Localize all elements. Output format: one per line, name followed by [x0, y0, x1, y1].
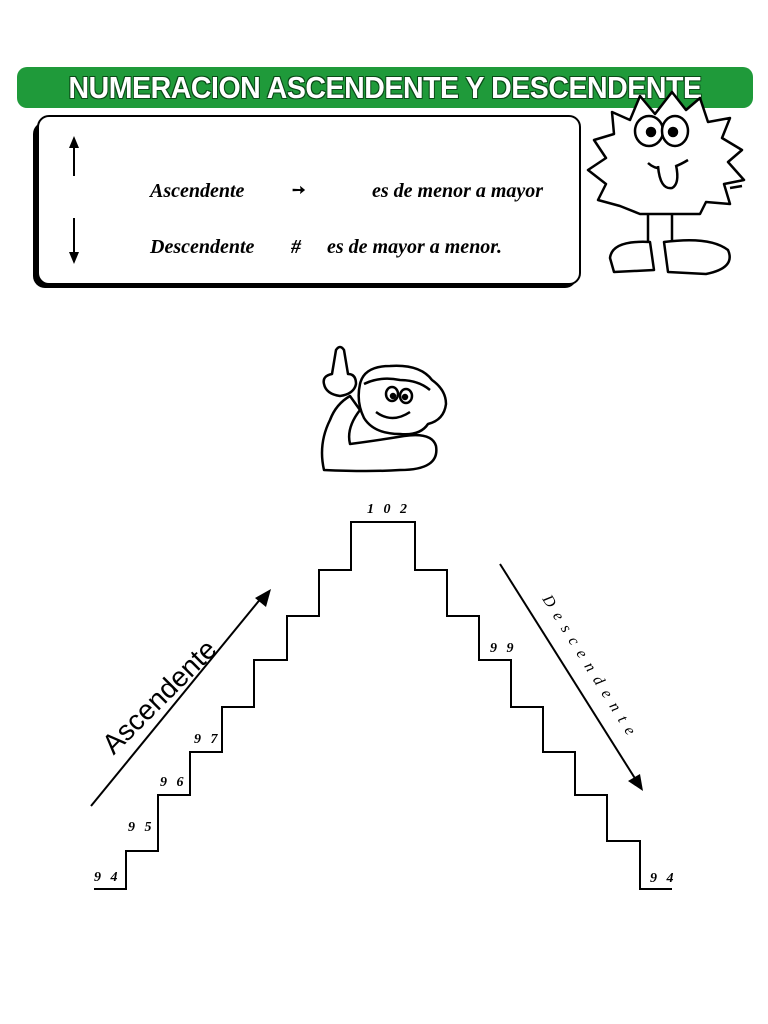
- ascendente-arrow: [90, 589, 271, 807]
- descendente-meaning: es de mayor a menor.: [327, 236, 502, 258]
- ascendente-term: Ascendente: [150, 180, 245, 202]
- down-arrow-icon: [69, 218, 79, 264]
- descendente-term: Descendente: [150, 236, 255, 258]
- step-label-97: 9 7: [194, 732, 221, 747]
- sun-character-icon: [586, 90, 746, 276]
- right-arrow-icon: ➙: [292, 182, 306, 199]
- step-label-95: 9 5: [128, 820, 155, 835]
- definition-box: [37, 115, 581, 285]
- descendente-arrow: [499, 563, 643, 791]
- step-label-94-left: 9 4: [94, 870, 121, 885]
- staircase: [94, 521, 672, 890]
- title-banner: NUMERACION ASCENDENTE Y DESCENDENTE: [17, 67, 753, 108]
- step-label-102: 1 0 2: [367, 502, 410, 517]
- descendente-symbol: #: [291, 236, 301, 258]
- step-label-96: 9 6: [160, 775, 187, 790]
- boy-pointing-icon: [320, 345, 448, 473]
- page-title: NUMERACION ASCENDENTE Y DESCENDENTE: [68, 69, 702, 105]
- step-label-99: 9 9: [490, 641, 517, 656]
- up-arrow-icon: [69, 136, 79, 176]
- ascendente-meaning: es de menor a mayor: [372, 180, 544, 202]
- step-label-94-right: 9 4: [650, 871, 677, 886]
